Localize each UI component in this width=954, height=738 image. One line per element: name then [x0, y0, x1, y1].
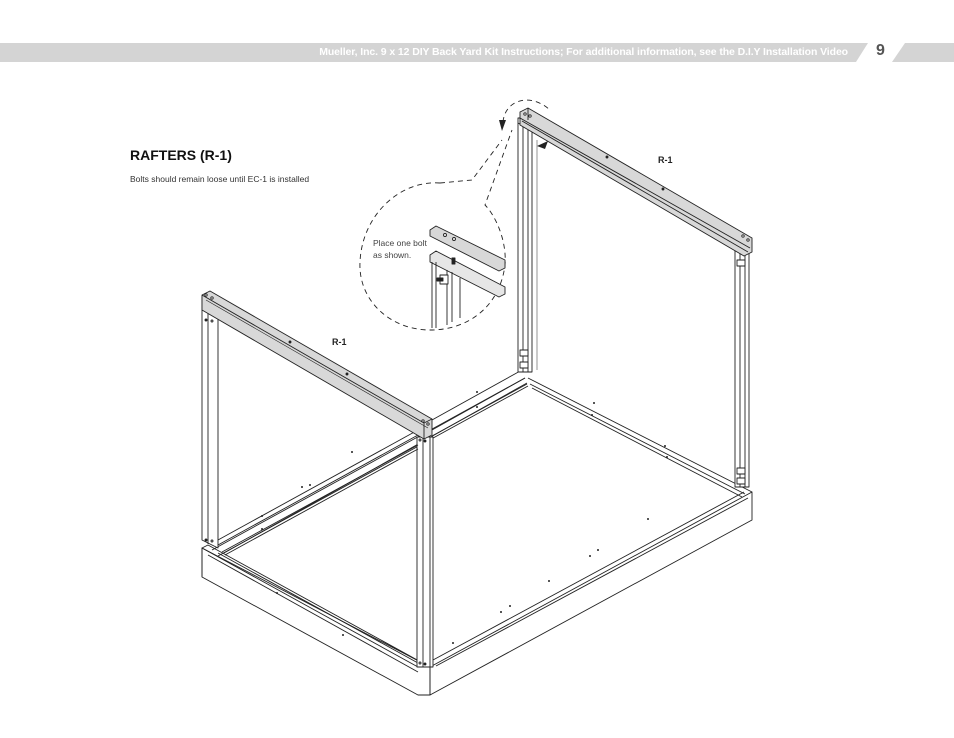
- post-back-right: [734, 249, 750, 488]
- rafter-front: [201, 290, 433, 440]
- post-front-corner: [416, 436, 434, 668]
- page-number: 9: [876, 42, 885, 59]
- left-side-rails: [217, 369, 528, 556]
- rafter-back: [519, 107, 753, 257]
- header-bar-shape: [0, 43, 954, 62]
- post-front-left: [201, 296, 219, 549]
- bolt-holes: [261, 391, 668, 644]
- post-back-left: [517, 117, 533, 373]
- detail-callout: [359, 99, 551, 331]
- section-note: Bolts should remain loose until EC-1 is …: [130, 174, 310, 184]
- callout-instruction: Place one bolt as shown.: [373, 238, 427, 260]
- header-bar: [0, 43, 954, 62]
- label-rafter-front: R-1: [332, 337, 347, 347]
- detail-closeup: [429, 225, 506, 328]
- label-rafter-back: R-1: [658, 155, 673, 165]
- header-title: Mueller, Inc. 9 x 12 DIY Back Yard Kit I…: [319, 46, 848, 58]
- rotation-arrows: [499, 120, 548, 149]
- base-frame: [201, 377, 753, 696]
- section-title: RAFTERS (R-1): [130, 147, 232, 163]
